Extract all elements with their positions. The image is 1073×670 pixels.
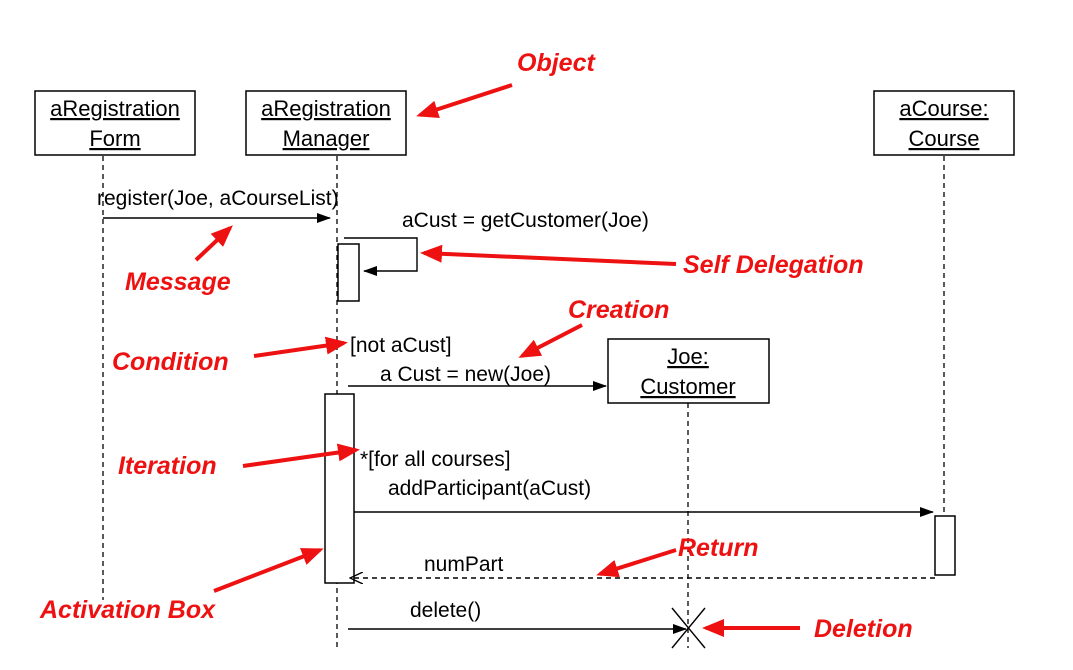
message-add-participant-label: addParticipant(aCust): [388, 477, 591, 500]
message-create-label: a Cust = new(Joe): [380, 363, 551, 386]
annotation-condition-arrow: [253, 336, 348, 358]
object-manager-line1: aRegistration: [261, 96, 391, 121]
object-manager: aRegistration Manager: [245, 90, 407, 156]
activation-box-self: [337, 243, 360, 302]
object-course-line2: Course: [909, 126, 980, 151]
deletion-mark: [671, 607, 706, 649]
object-customer-line1: Joe:: [667, 344, 709, 369]
activation-box-manager: [324, 393, 355, 584]
activation-box-course: [934, 515, 956, 576]
annotation-object-label: Object: [517, 49, 596, 77]
object-manager-line2: Manager: [283, 126, 370, 151]
annotation-deletion-label: Deletion: [814, 615, 913, 643]
annotation-condition-label: Condition: [112, 348, 229, 376]
message-delete-label: delete(): [410, 599, 481, 622]
annotation-creation-arrow: [518, 323, 583, 358]
object-form-line2: Form: [89, 126, 140, 151]
message-register-label: register(Joe, aCourseList): [97, 187, 339, 210]
message-self-delegation-arrow: [344, 237, 418, 276]
object-course-line1: aCourse:: [899, 96, 988, 121]
object-customer-line2: Customer: [640, 374, 735, 399]
annotation-message-label: Message: [125, 268, 231, 296]
annotation-activation-box-label: Activation Box: [39, 596, 216, 624]
annotation-object-arrow: [416, 83, 513, 118]
object-customer: Joe: Customer: [607, 338, 770, 404]
annotation-creation-label: Creation: [568, 296, 669, 324]
annotation-activation-box-arrow: [213, 548, 324, 593]
annotation-iteration-label: Iteration: [118, 452, 217, 480]
annotation-self-delegation-label: Self Delegation: [683, 251, 864, 279]
annotation-iteration-arrow: [242, 443, 360, 468]
object-course: aCourse: Course: [873, 90, 1015, 156]
annotation-self-delegation-arrow: [420, 244, 677, 266]
message-get-customer-label: aCust = getCustomer(Joe): [402, 209, 649, 232]
message-condition-label: [not aCust]: [350, 334, 452, 357]
annotation-return-arrow: [596, 548, 677, 578]
message-iteration-label: *[for all courses]: [360, 448, 511, 471]
annotation-return-label: Return: [678, 534, 759, 562]
message-num-part-label: numPart: [424, 553, 504, 576]
object-form-line1: aRegistration: [50, 96, 180, 121]
annotation-message-arrow: [194, 225, 233, 262]
object-form: aRegistration Form: [34, 90, 196, 156]
